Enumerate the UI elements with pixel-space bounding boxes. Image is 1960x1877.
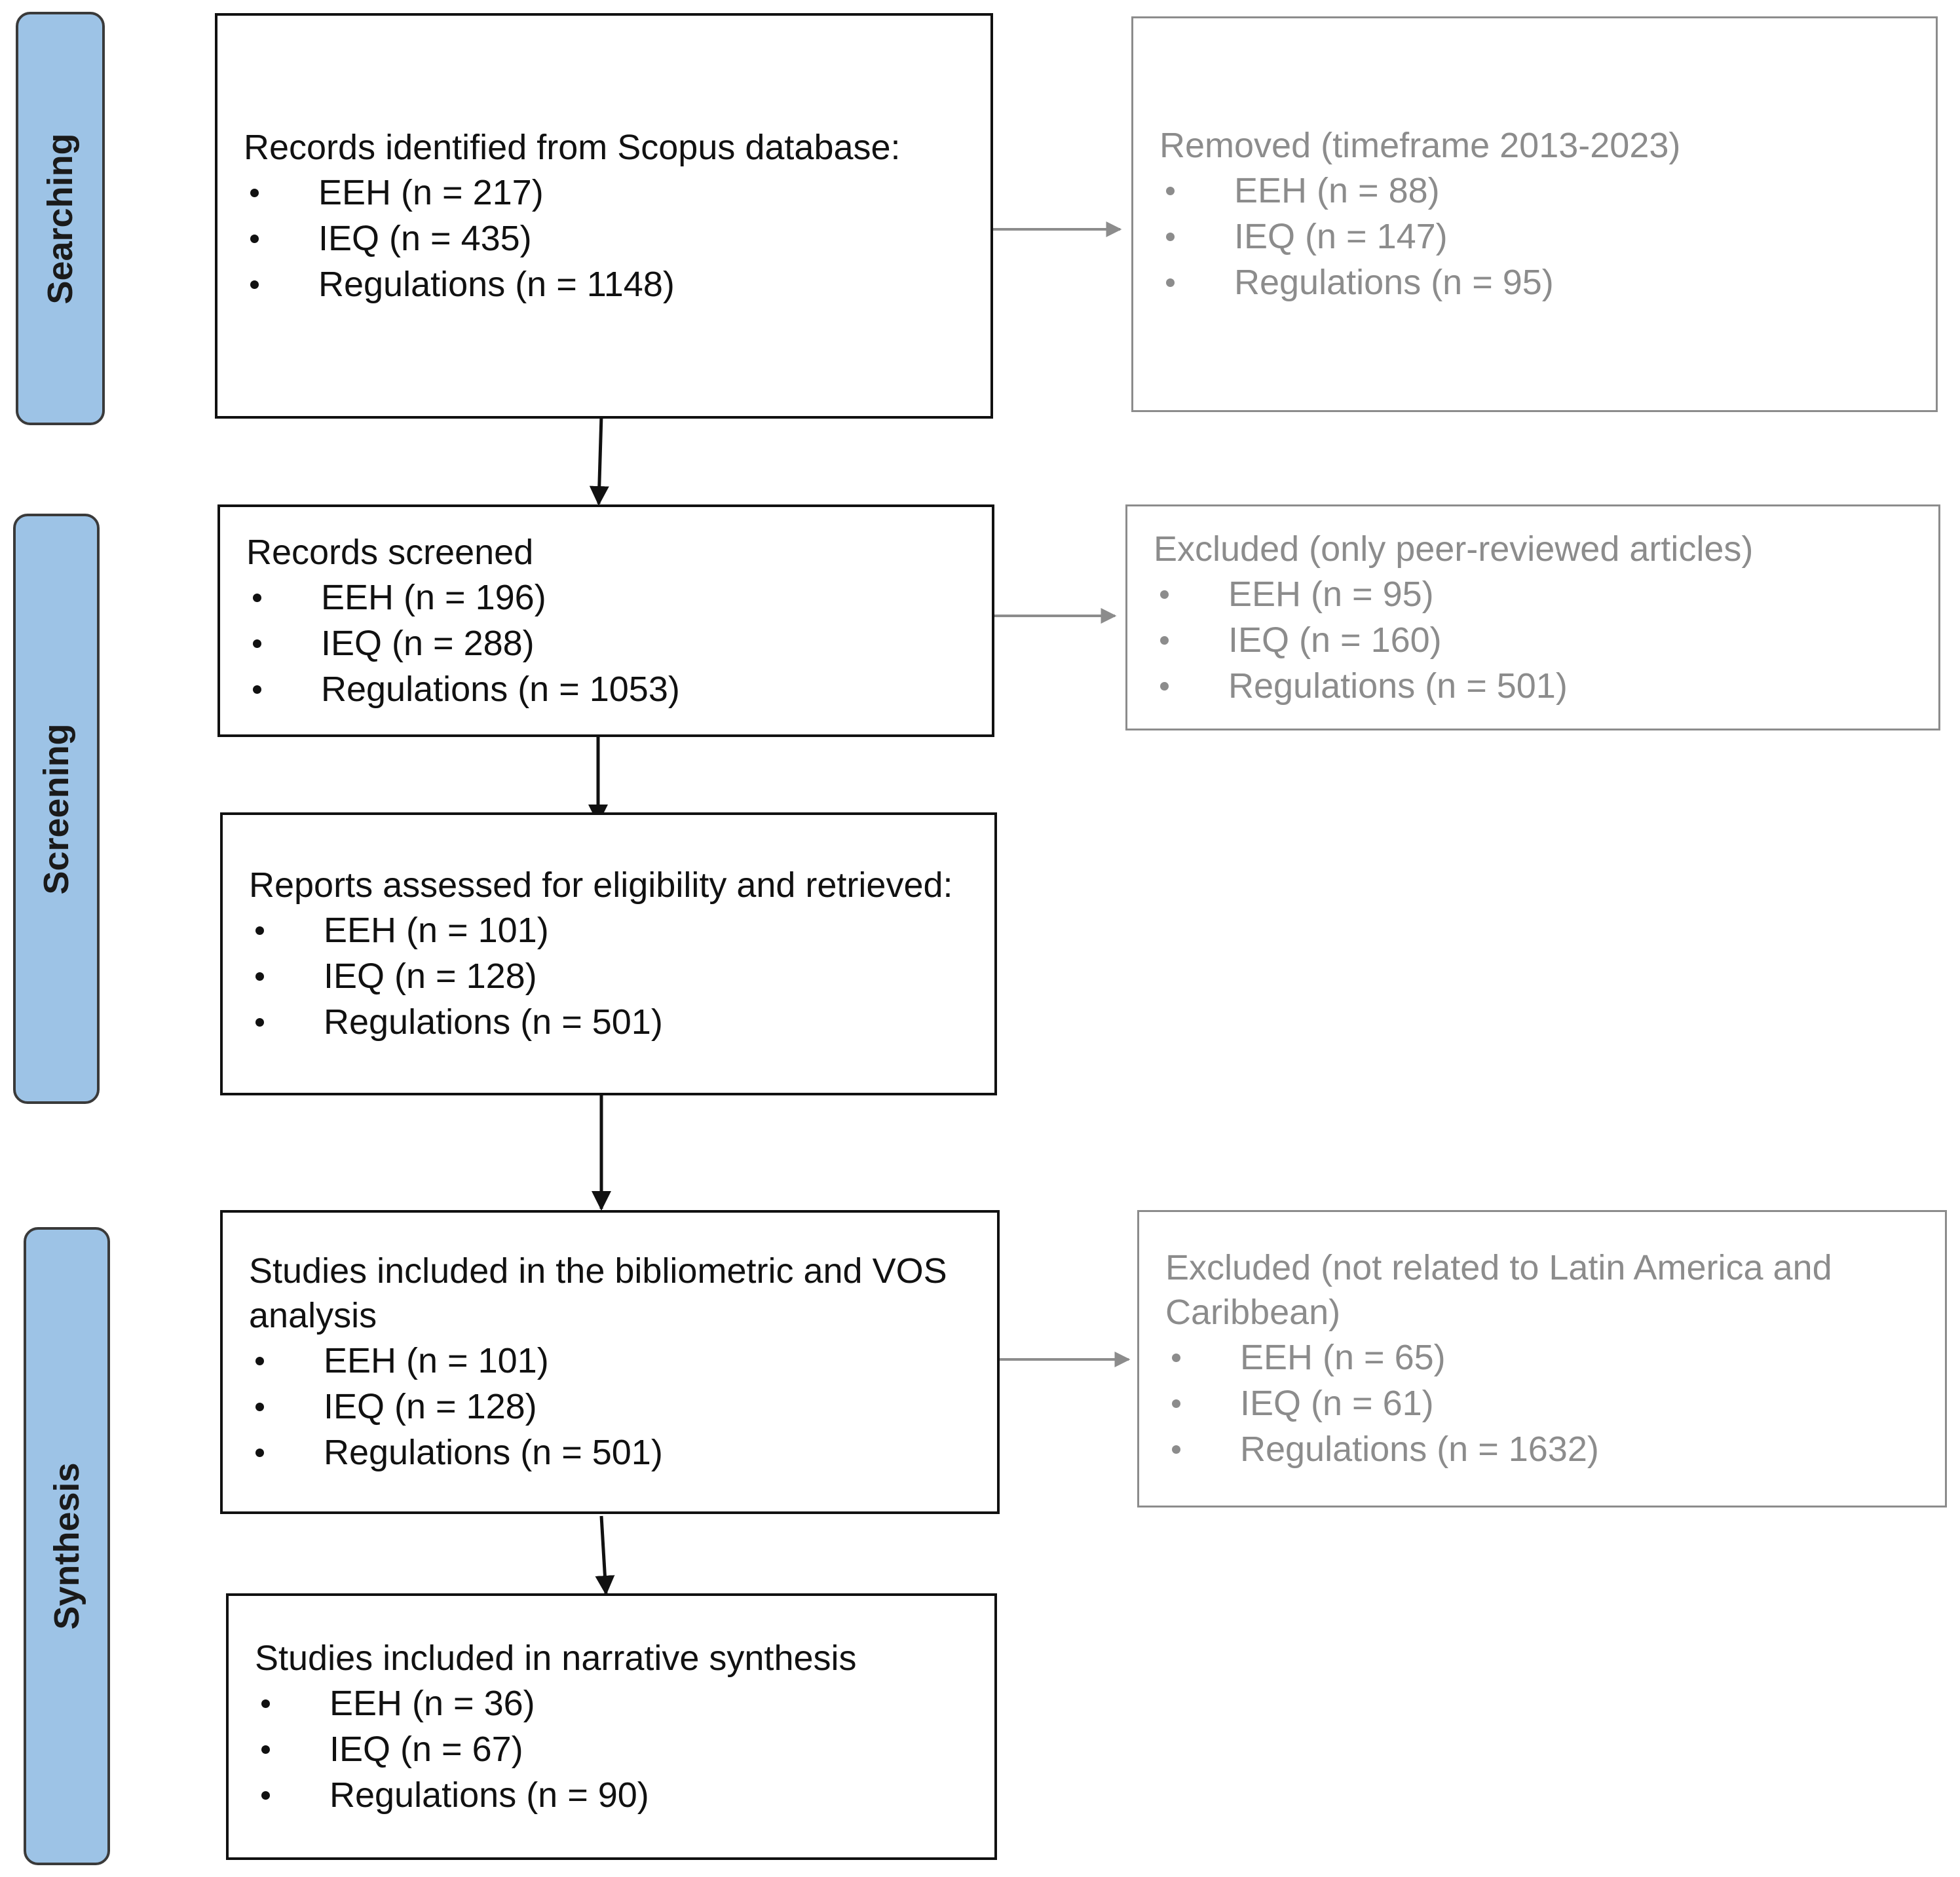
list-item: Regulations (n = 501) [249, 1430, 971, 1475]
list-item: EEH (n = 65) [1165, 1335, 1919, 1380]
list-item: EEH (n = 88) [1159, 168, 1910, 214]
list-item: EEH (n = 196) [246, 575, 966, 620]
box-excluded-latin-america-list: EEH (n = 65) IEQ (n = 61) Regulations (n… [1165, 1335, 1919, 1472]
box-excluded-latin-america: Excluded (not related to Latin America a… [1137, 1210, 1947, 1507]
list-item: Regulations (n = 90) [255, 1772, 968, 1818]
phase-screening: Screening [13, 514, 100, 1104]
box-excluded-peer-reviewed-list: EEH (n = 95) IEQ (n = 160) Regulations (… [1154, 571, 1912, 709]
box-reports-assessed-list: EEH (n = 101) IEQ (n = 128) Regulations … [249, 907, 968, 1045]
list-item: Regulations (n = 1632) [1165, 1426, 1919, 1472]
list-item: IEQ (n = 435) [244, 216, 964, 261]
box-excluded-latin-america-title: Excluded (not related to Latin America a… [1165, 1248, 1832, 1332]
arrow-identified-to-screened [589, 415, 609, 506]
list-item: IEQ (n = 128) [249, 953, 968, 999]
list-item: Regulations (n = 1148) [244, 261, 964, 307]
list-item: EEH (n = 95) [1154, 571, 1912, 617]
box-excluded-peer-reviewed-title: Excluded (only peer-reviewed articles) [1154, 529, 1754, 569]
list-item: IEQ (n = 160) [1154, 617, 1912, 663]
box-removed-timeframe-title: Removed (timeframe 2013-2023) [1159, 126, 1681, 165]
phase-searching: Searching [16, 12, 105, 425]
box-excluded-peer-reviewed: Excluded (only peer-reviewed articles) E… [1125, 504, 1940, 730]
arrow-bibliometric-to-narrative [595, 1515, 615, 1595]
box-reports-assessed: Reports assessed for eligibility and ret… [220, 812, 997, 1095]
list-item: IEQ (n = 288) [246, 620, 966, 666]
box-studies-bibliometric-list: EEH (n = 101) IEQ (n = 128) Regulations … [249, 1338, 971, 1475]
box-removed-timeframe-list: EEH (n = 88) IEQ (n = 147) Regulations (… [1159, 168, 1910, 305]
box-studies-bibliometric-title: Studies included in the bibliometric and… [249, 1251, 947, 1335]
box-records-identified-list: EEH (n = 217) IEQ (n = 435) Regulations … [244, 170, 964, 307]
box-records-screened-title: Records screened [246, 532, 534, 572]
box-records-identified: Records identified from Scopus database:… [215, 13, 993, 419]
list-item: EEH (n = 217) [244, 170, 964, 216]
list-item: Regulations (n = 501) [1154, 663, 1912, 709]
phase-synthesis: Synthesis [24, 1227, 110, 1865]
list-item: EEH (n = 36) [255, 1680, 968, 1726]
box-studies-narrative-list: EEH (n = 36) IEQ (n = 67) Regulations (n… [255, 1680, 968, 1818]
list-item: Regulations (n = 95) [1159, 259, 1910, 305]
list-item: EEH (n = 101) [249, 1338, 971, 1384]
box-studies-narrative: Studies included in narrative synthesis … [226, 1593, 997, 1860]
list-item: IEQ (n = 147) [1159, 214, 1910, 259]
box-records-screened: Records screened EEH (n = 196) IEQ (n = … [217, 504, 994, 737]
list-item: IEQ (n = 67) [255, 1726, 968, 1772]
list-item: Regulations (n = 501) [249, 999, 968, 1045]
list-item: IEQ (n = 61) [1165, 1380, 1919, 1426]
list-item: IEQ (n = 128) [249, 1384, 971, 1430]
list-item: EEH (n = 101) [249, 907, 968, 953]
box-studies-narrative-title: Studies included in narrative synthesis [255, 1638, 857, 1678]
box-reports-assessed-title: Reports assessed for eligibility and ret… [249, 865, 953, 905]
list-item: Regulations (n = 1053) [246, 666, 966, 712]
box-studies-bibliometric: Studies included in the bibliometric and… [220, 1210, 1000, 1514]
box-removed-timeframe: Removed (timeframe 2013-2023) EEH (n = 8… [1131, 16, 1938, 412]
box-records-identified-title: Records identified from Scopus database: [244, 127, 901, 167]
box-records-screened-list: EEH (n = 196) IEQ (n = 288) Regulations … [246, 575, 966, 712]
